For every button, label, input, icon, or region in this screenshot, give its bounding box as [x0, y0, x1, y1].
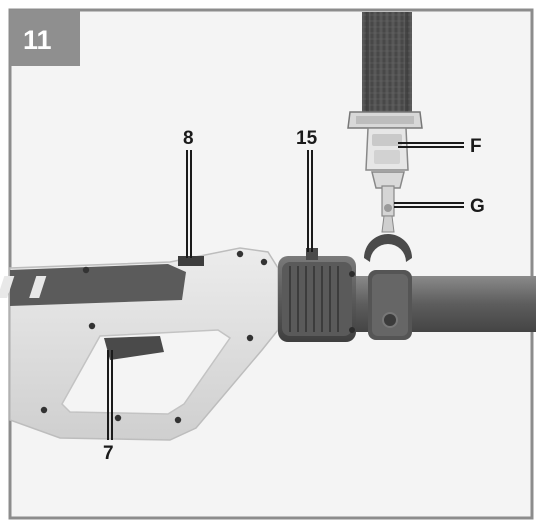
locking-collar — [278, 248, 356, 342]
frame — [8, 8, 534, 520]
callout-15: 15 — [296, 128, 318, 149]
callout-F: F — [470, 136, 482, 157]
carrying-strap — [347, 12, 423, 233]
motor-housing — [0, 247, 279, 441]
callout-8: 8 — [183, 128, 194, 149]
figure-number: 11 — [23, 25, 52, 55]
figure-badge — [10, 10, 80, 66]
callout-G: G — [470, 196, 485, 217]
callout-7: 7 — [103, 443, 114, 464]
leader-lines — [107, 142, 464, 440]
strap-holder — [364, 234, 412, 340]
